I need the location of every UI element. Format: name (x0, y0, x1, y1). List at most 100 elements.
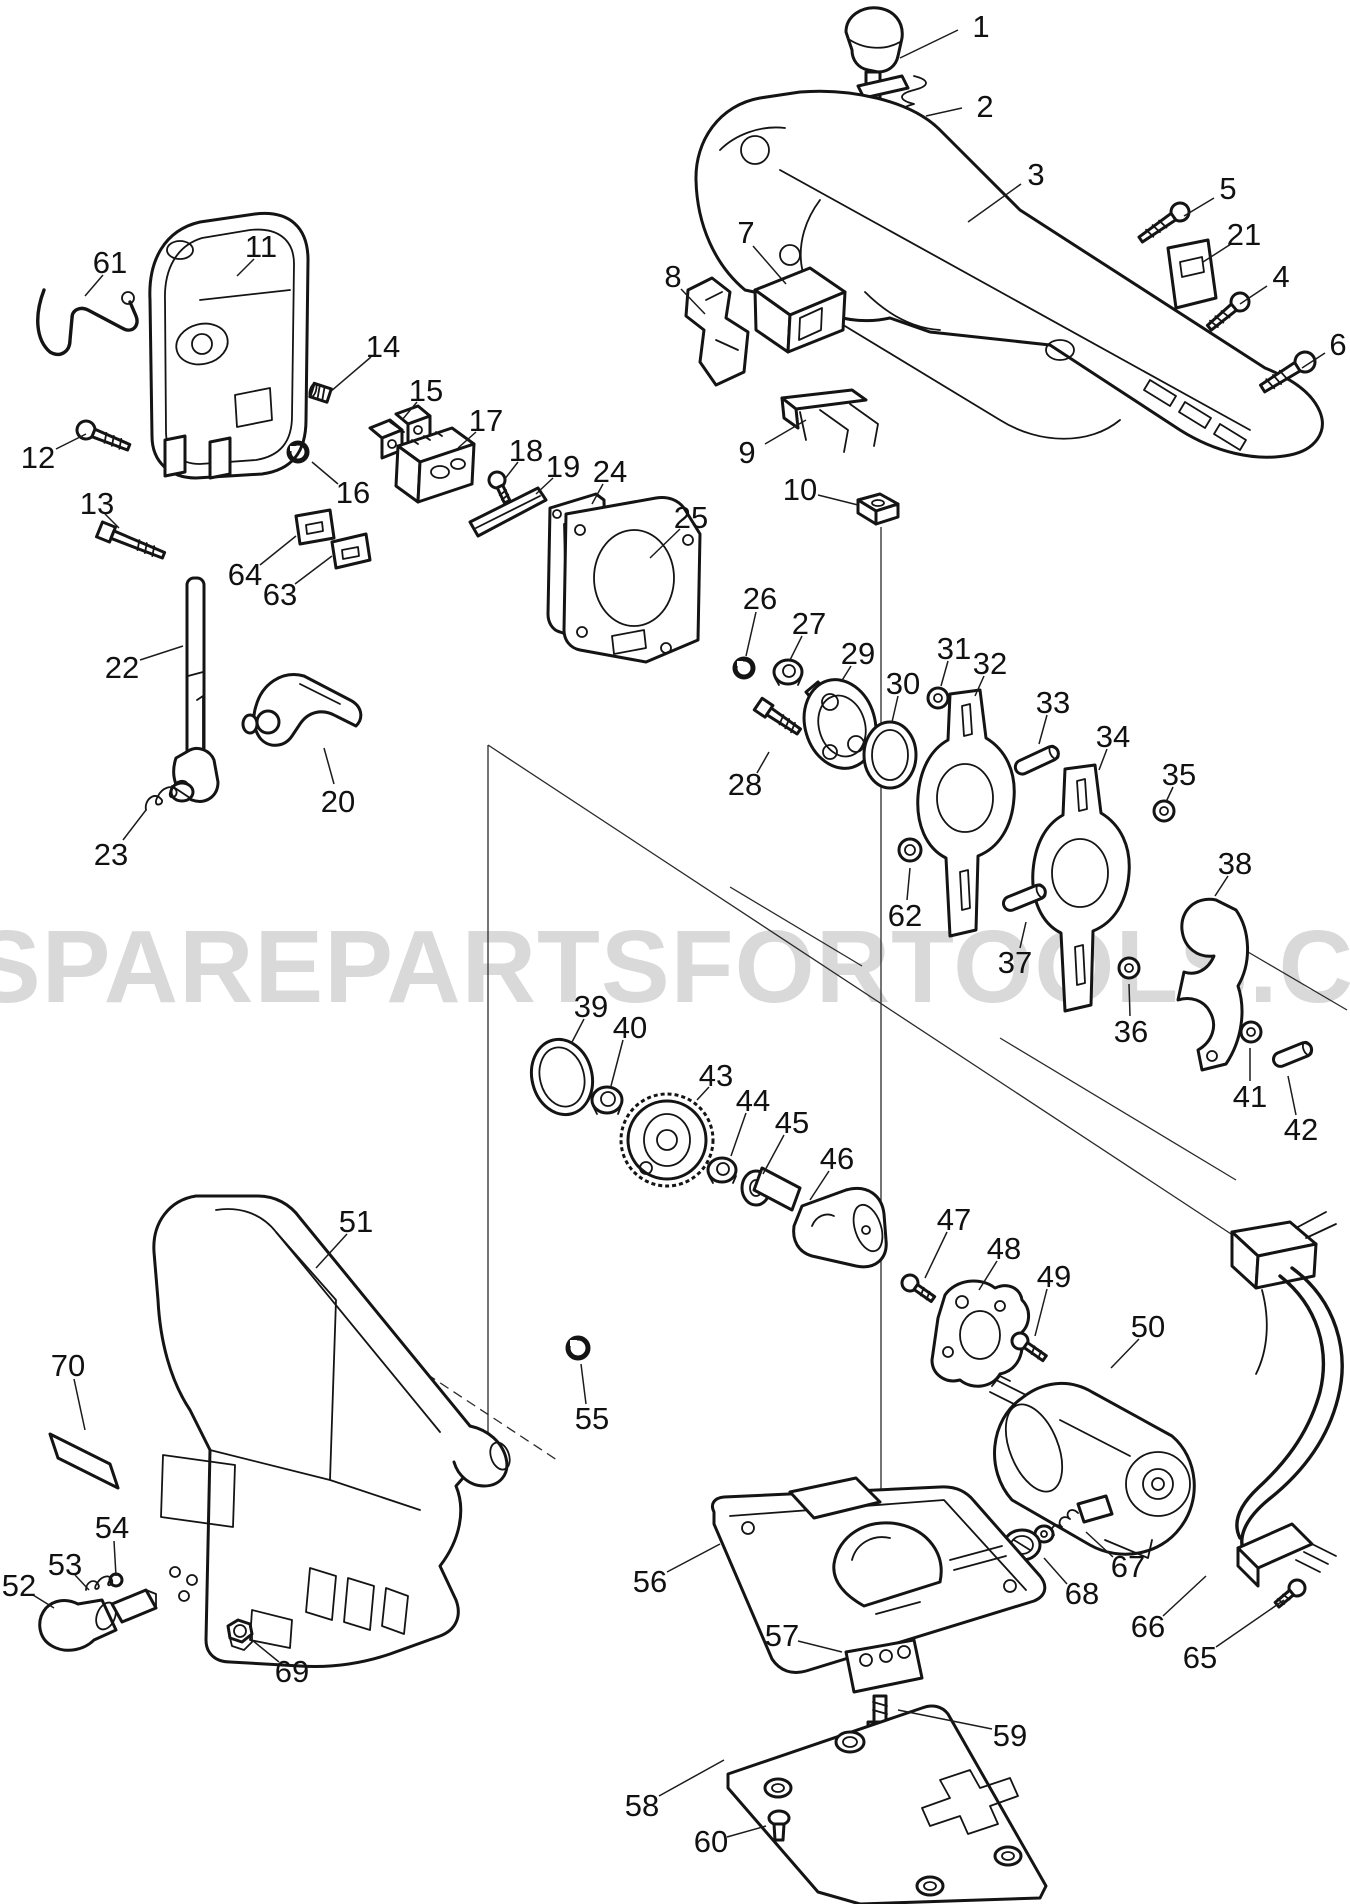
part-40-bushing (590, 1085, 624, 1115)
part-label-42: 42 (1284, 1112, 1318, 1147)
part-label-69: 69 (275, 1654, 309, 1689)
part-label-4: 4 (1272, 259, 1289, 294)
leader-line-13 (104, 513, 120, 529)
leader-line-62 (906, 867, 911, 901)
part-5-screw (1137, 201, 1191, 244)
part-label-66: 66 (1131, 1609, 1165, 1644)
part-4-screw (1205, 291, 1251, 332)
leader-line-32 (974, 675, 985, 697)
part-41-ring (1239, 1020, 1263, 1044)
leader-line-15 (401, 401, 418, 421)
part-57-plate (844, 1638, 924, 1694)
leader-line-17 (457, 431, 477, 449)
leader-line-37 (1019, 921, 1027, 949)
part-label-7: 7 (737, 215, 754, 250)
leader-line-6 (1301, 352, 1326, 369)
part-label-5: 5 (1219, 171, 1236, 206)
part-label-41: 41 (1233, 1079, 1267, 1114)
part-label-31: 31 (937, 631, 971, 666)
leader-line-58 (658, 1759, 725, 1797)
leader-line-66 (1162, 1575, 1207, 1617)
leader-line-27 (789, 635, 803, 661)
part-64-plate (294, 508, 336, 546)
part-label-32: 32 (973, 646, 1007, 681)
part-30-o-ring (862, 720, 918, 790)
part-label-28: 28 (728, 767, 762, 802)
part-label-40: 40 (613, 1010, 647, 1045)
part-38-hook-lever (1176, 897, 1249, 1072)
leader-line-4 (1239, 285, 1268, 305)
part-20-roller-lever (241, 673, 363, 747)
leader-line-11 (236, 258, 255, 277)
leader-line-33 (1038, 714, 1048, 745)
part-label-63: 63 (263, 577, 297, 612)
part-10-square-nut (856, 492, 900, 526)
part-35-ring (1152, 799, 1176, 823)
leader-line-70 (73, 1378, 86, 1431)
part-17-holder-block (394, 426, 476, 504)
part-28-bolt (752, 696, 802, 736)
part-label-56: 56 (633, 1564, 667, 1599)
part-47-screw (900, 1273, 937, 1304)
part-label-3: 3 (1027, 157, 1044, 192)
part-label-67: 67 (1111, 1549, 1145, 1584)
leader-line-28 (756, 751, 770, 774)
part-7-switch (753, 266, 847, 354)
leader-line-18 (503, 461, 519, 481)
part-label-22: 22 (105, 650, 139, 685)
part-label-27: 27 (792, 606, 826, 641)
part-label-35: 35 (1162, 757, 1196, 792)
motor-terminal-block (1230, 1211, 1337, 1290)
leader-line-24 (591, 483, 604, 505)
part-44-bushing (706, 1156, 738, 1184)
part-11-gear-housing (148, 211, 310, 480)
construction-lines (359, 527, 1348, 1520)
part-label-21: 21 (1227, 217, 1261, 252)
part-label-61: 61 (93, 245, 127, 280)
leader-line-56 (666, 1543, 721, 1573)
leader-line-35 (1165, 786, 1174, 803)
part-label-44: 44 (736, 1083, 770, 1118)
part-60-screw (767, 1809, 791, 1842)
part-label-14: 14 (366, 329, 400, 364)
part-label-1: 1 (972, 9, 989, 44)
part-31-ring (926, 686, 950, 710)
part-label-17: 17 (469, 403, 503, 438)
leader-line-29 (840, 665, 852, 683)
part-52-knob (38, 1588, 158, 1652)
part-label-46: 46 (820, 1141, 854, 1176)
leader-line-59 (897, 1709, 993, 1730)
part-label-36: 36 (1114, 1014, 1148, 1049)
part-34-pendulum-plate (1031, 763, 1131, 1013)
part-51-motor-housing (152, 1194, 511, 1668)
leader-line-26 (745, 611, 757, 657)
part-33-pin (1013, 744, 1060, 776)
part-label-59: 59 (993, 1718, 1027, 1753)
part-label-48: 48 (987, 1231, 1021, 1266)
leader-line-14 (329, 356, 372, 393)
leader-line-57 (797, 1640, 843, 1653)
leader-line-61 (84, 274, 104, 297)
leader-line-43 (696, 1086, 710, 1101)
leader-line-30 (891, 695, 899, 723)
leader-line-34 (1098, 748, 1108, 771)
part-label-55: 55 (575, 1401, 609, 1436)
part-39-ring (529, 1037, 595, 1117)
leader-line-48 (978, 1260, 998, 1291)
part-42-pin (1271, 1040, 1314, 1068)
part-label-16: 16 (336, 475, 370, 510)
leader-line-19 (535, 477, 554, 495)
part-70-plate (48, 1432, 120, 1490)
leader-line-20 (323, 747, 335, 785)
part-label-11: 11 (245, 229, 277, 264)
leader-line-60 (726, 1825, 767, 1838)
leader-line-31 (940, 660, 949, 687)
part-label-38: 38 (1218, 846, 1252, 881)
part-label-52: 52 (2, 1568, 36, 1603)
motor-cable (1235, 1266, 1344, 1558)
leader-line-44 (730, 1112, 747, 1157)
leader-line-22 (139, 645, 184, 661)
part-49-screw (1010, 1331, 1048, 1363)
